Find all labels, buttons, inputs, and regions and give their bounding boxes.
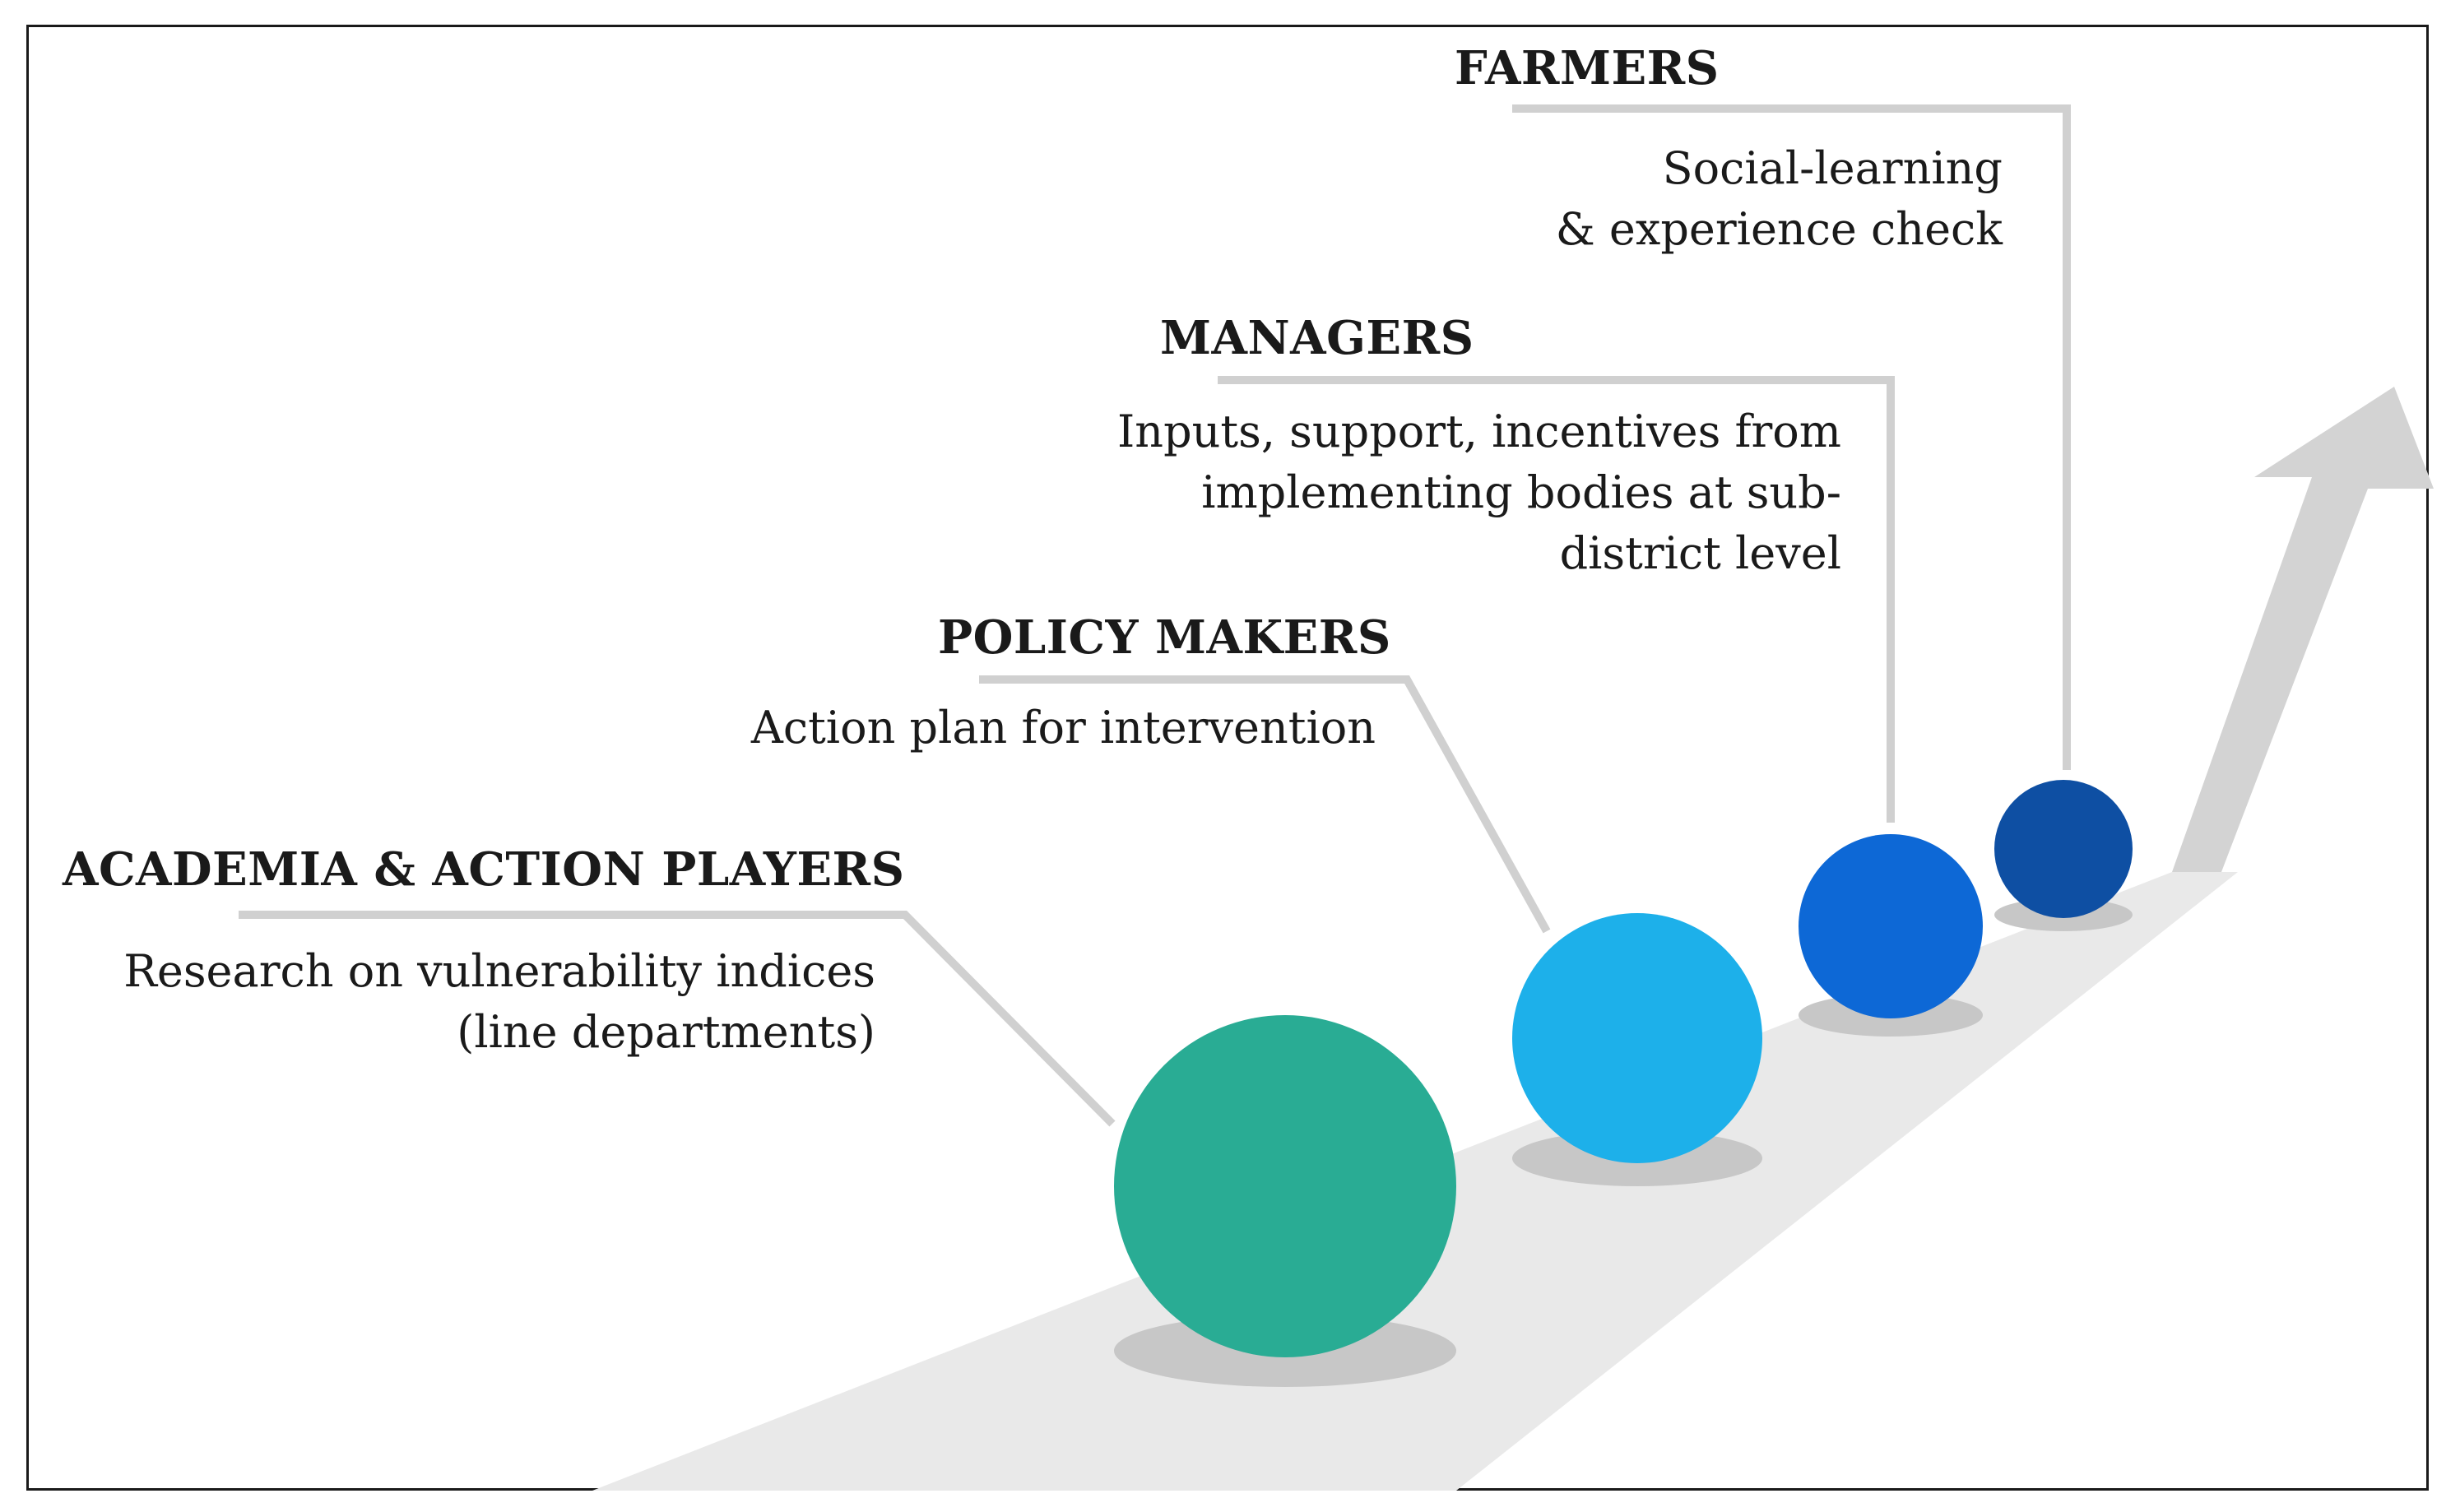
academia-description-line: (line departments) — [457, 1006, 875, 1058]
farmers-description-line: & experience check — [1555, 203, 2003, 255]
managers-ball — [1799, 834, 1983, 1018]
academia-description: Research on vulnerability indices (line … — [123, 941, 875, 1063]
farmers-ball — [1994, 780, 2133, 918]
farmers-title: FARMERS — [1455, 41, 1720, 95]
progress-arrow — [2090, 387, 2434, 872]
policy-makers-description-line: Action plan for intervention — [750, 702, 1376, 754]
managers-leader-line — [1218, 376, 1895, 823]
farmers-leader-line — [1512, 104, 2071, 770]
academia-description-line: Research on vulnerability indices — [123, 945, 875, 997]
managers-title: MANAGERS — [1160, 311, 1474, 365]
academia-ball — [1114, 1015, 1456, 1357]
policy-makers-ball — [1512, 913, 1762, 1163]
farmers-description: Social-learning & experience check — [1556, 138, 2003, 260]
managers-description-line: district level — [1559, 527, 1841, 579]
managers-description-line: implementing bodies at sub- — [1201, 466, 1841, 518]
policy-makers-title: POLICY MAKERS — [938, 610, 1391, 665]
academia-title: ACADEMIA & ACTION PLAYERS — [63, 842, 905, 897]
managers-description-line: Inputs, support, incentives from — [1116, 406, 1841, 457]
policy-makers-leader-line — [979, 675, 1551, 934]
managers-description: Inputs, support, incentives from impleme… — [1117, 401, 1841, 584]
farmers-description-line: Social-learning — [1662, 142, 2003, 194]
academia-leader-line — [239, 911, 1116, 1127]
policy-makers-description: Action plan for intervention — [751, 698, 1376, 758]
